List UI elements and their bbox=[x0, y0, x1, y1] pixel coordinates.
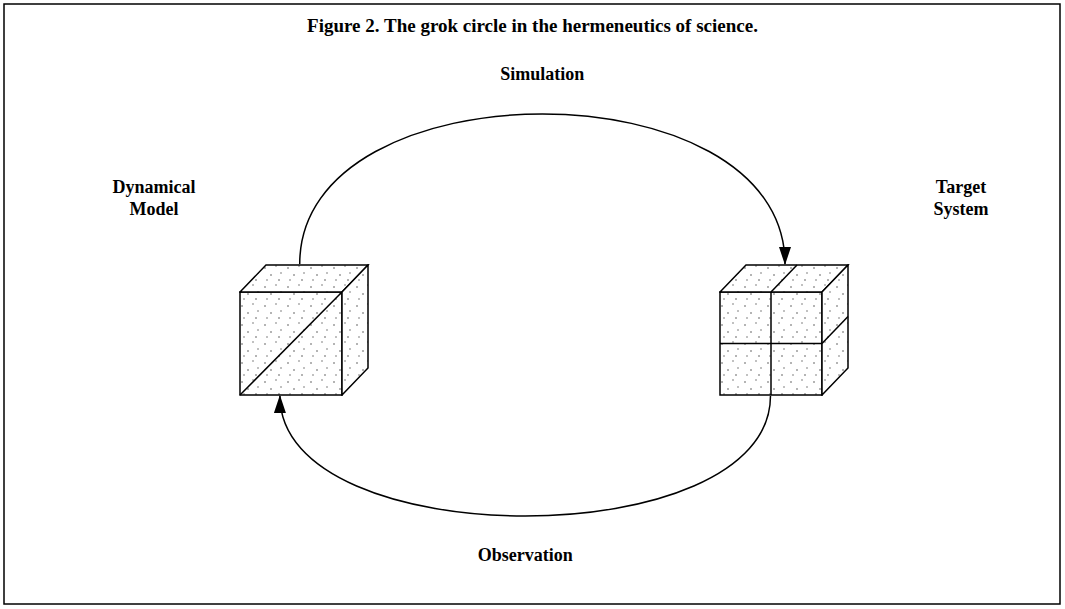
frame-border bbox=[4, 4, 1060, 604]
edge-label: Simulation bbox=[497, 63, 587, 85]
cube-shape bbox=[239, 264, 371, 396]
figure-title: Figure 2. The grok circle in the hermene… bbox=[0, 14, 1065, 38]
node-label: Dynamical Model bbox=[104, 176, 204, 220]
cube-node: Target System bbox=[719, 264, 851, 396]
node-label: Target System bbox=[911, 176, 1011, 220]
cycle-arrow bbox=[280, 396, 771, 516]
cube-node: Dynamical Model bbox=[239, 264, 371, 396]
edge-label: Observation bbox=[475, 544, 576, 566]
cycle-arrow bbox=[300, 114, 785, 264]
cube-shape bbox=[719, 264, 851, 396]
